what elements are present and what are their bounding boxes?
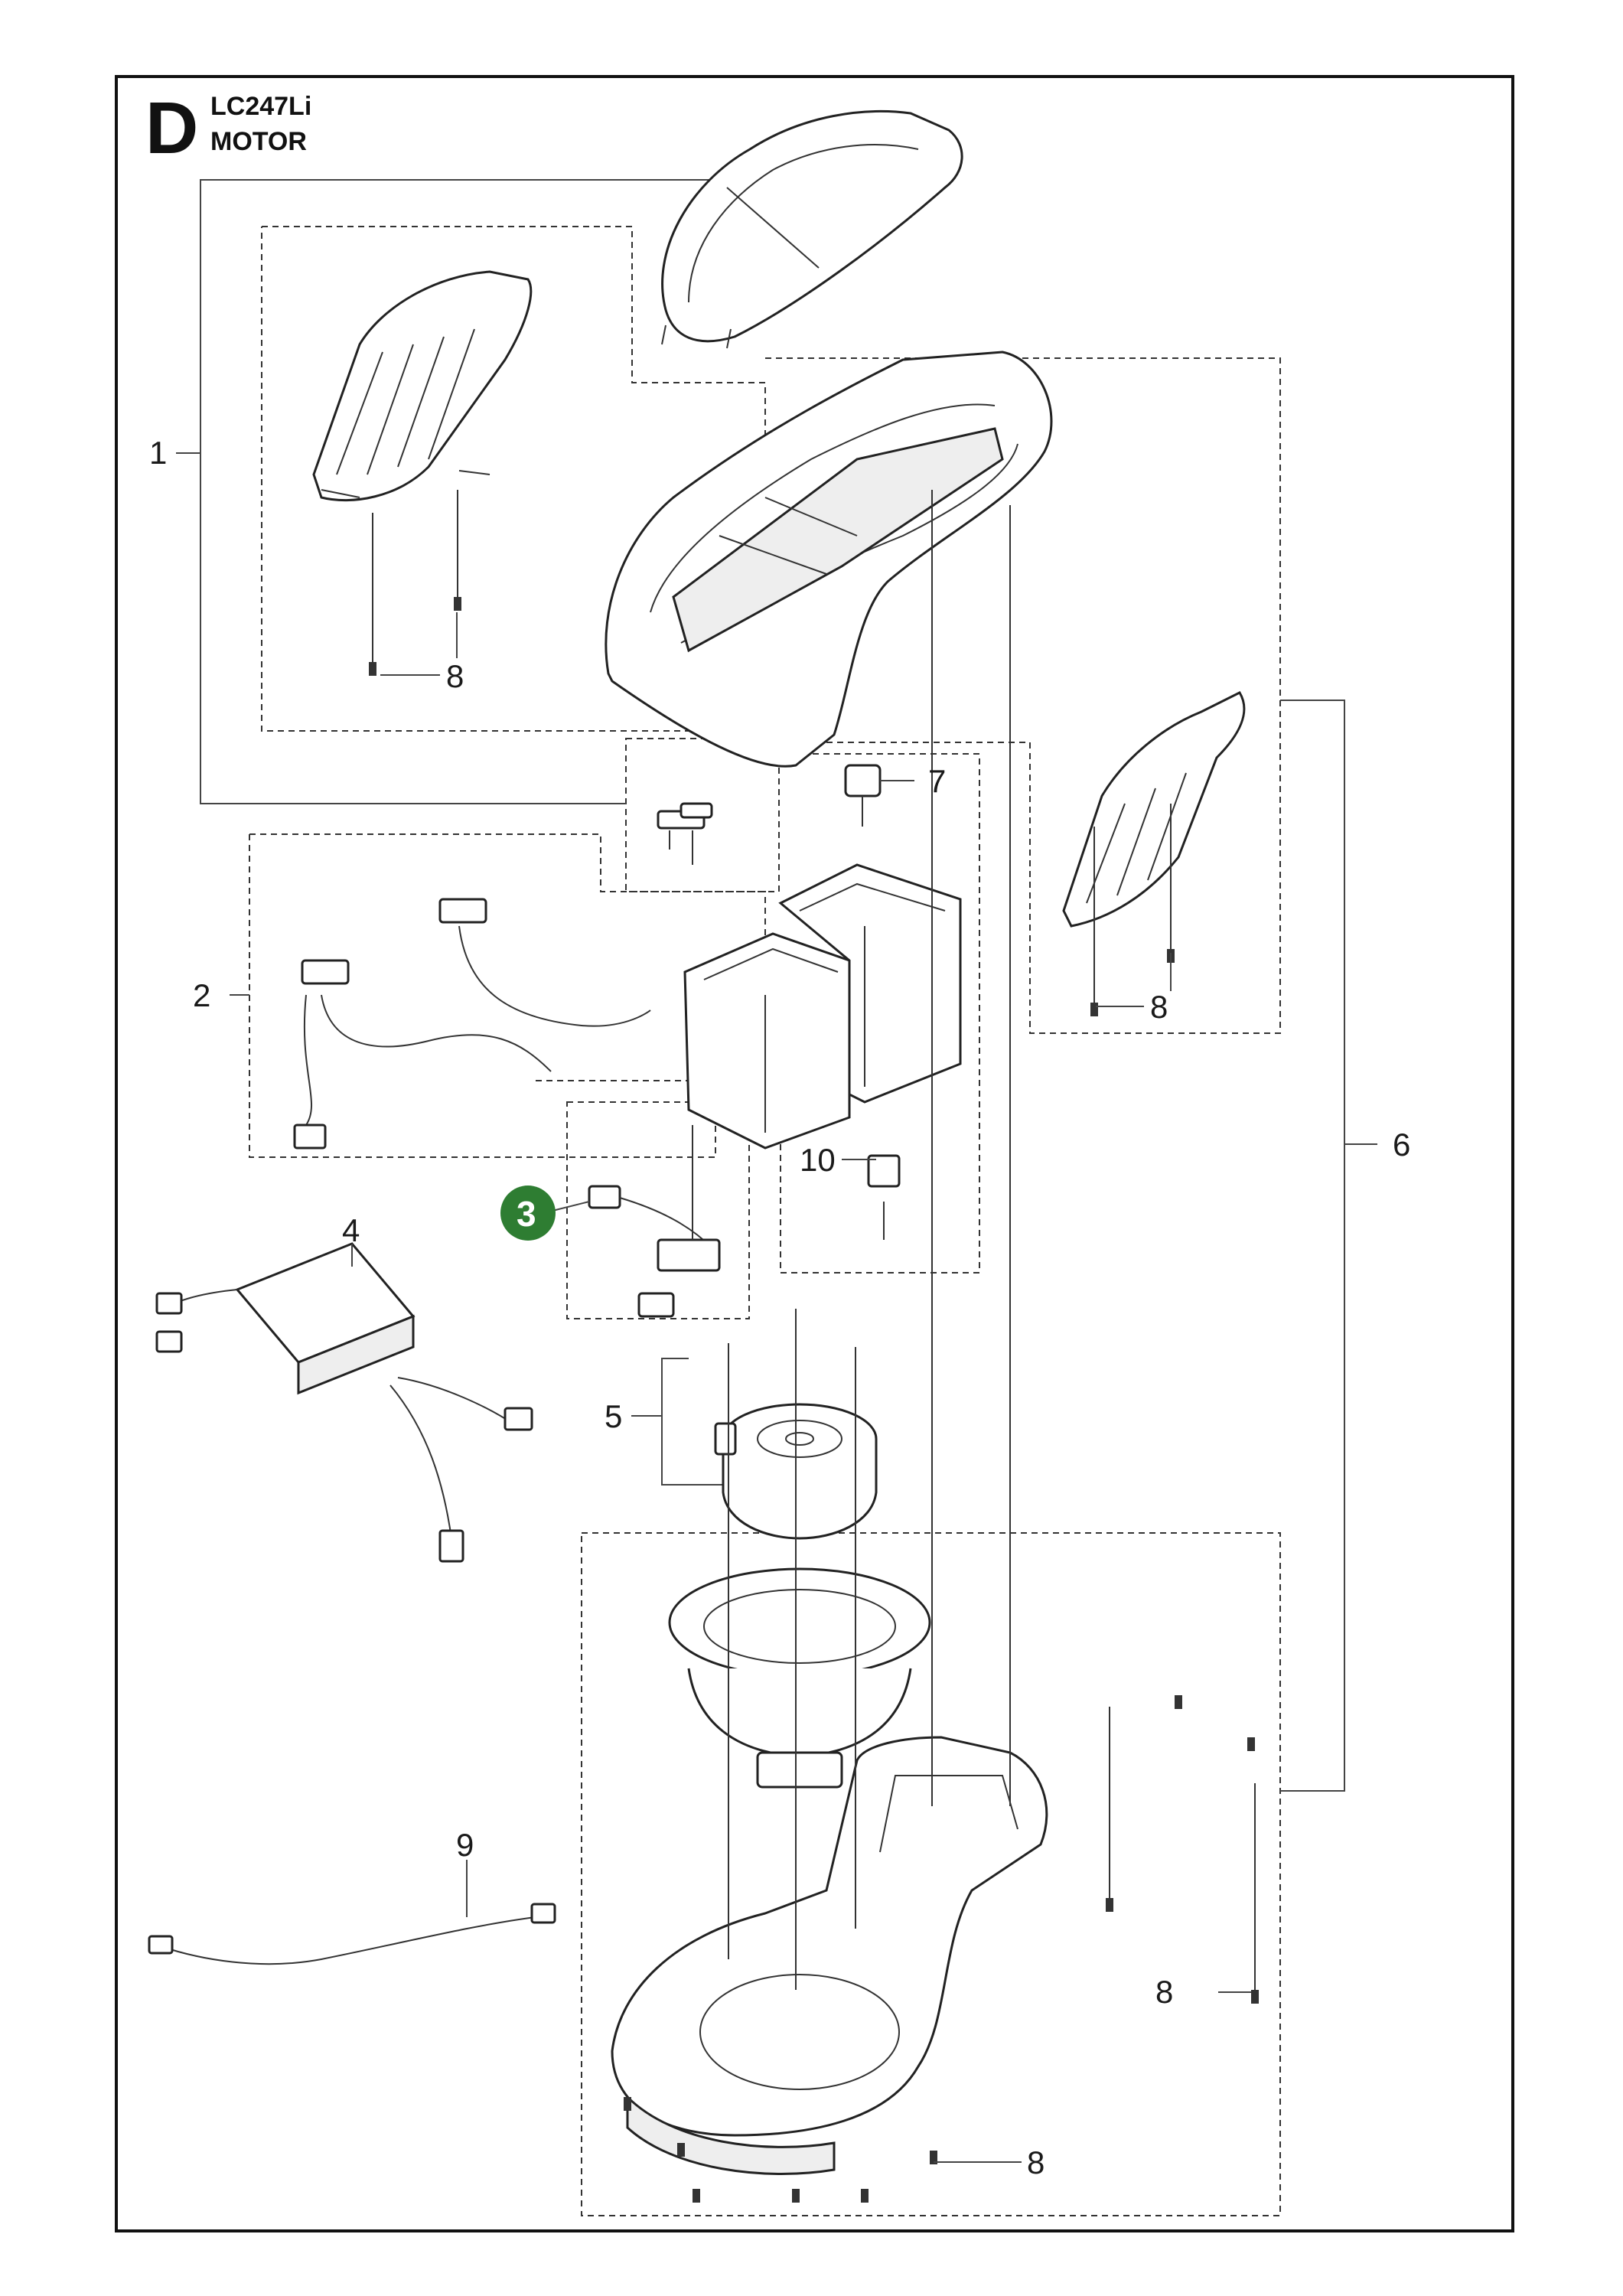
group-boxes <box>249 226 1281 2216</box>
switch-button <box>844 764 882 827</box>
callout-5: 5 <box>605 1398 622 1434</box>
cable-9 <box>148 1903 556 1965</box>
motor-cable-3 <box>588 1125 721 1318</box>
callout-8-right-panel: 8 <box>1150 989 1168 1025</box>
lower-housing <box>611 1736 1048 2175</box>
callout-8-base-right: 8 <box>1155 1974 1173 2010</box>
left-side-panel <box>312 270 533 502</box>
callout-2: 2 <box>193 977 210 1013</box>
callout-10: 10 <box>800 1142 836 1178</box>
battery-lid <box>661 109 963 349</box>
section-letter: D <box>145 87 198 169</box>
page-frame <box>115 75 1514 2232</box>
callout-leaders <box>351 612 1251 2163</box>
right-side-panel <box>1062 691 1246 928</box>
callout-3: 3 <box>517 1194 536 1234</box>
callout-labels: 1 2 3 4 5 6 7 8 8 8 8 9 10 <box>149 435 1410 2180</box>
callout-9: 9 <box>456 1827 474 1863</box>
control-module-4 <box>155 1242 533 1563</box>
callout-8-top-left: 8 <box>446 658 464 694</box>
callout-3-badge <box>500 1186 556 1241</box>
callout-7: 7 <box>928 763 946 799</box>
diagram-subtitle: MOTOR <box>210 127 307 156</box>
screws <box>369 490 1259 2203</box>
battery-compartment <box>683 863 962 1150</box>
brackets <box>176 179 1377 1792</box>
model-name: LC247Li <box>210 92 311 121</box>
callout-8-base-bottom: 8 <box>1027 2144 1045 2180</box>
wiring-harness-2 <box>293 898 651 1150</box>
switch-assembly <box>657 802 713 865</box>
upper-housing <box>605 351 1053 768</box>
connector-10 <box>867 1154 901 1240</box>
callout-6: 6 <box>1393 1127 1410 1163</box>
callout-1: 1 <box>149 435 167 471</box>
motor-5 <box>714 1403 878 1540</box>
callout-4: 4 <box>342 1212 360 1248</box>
